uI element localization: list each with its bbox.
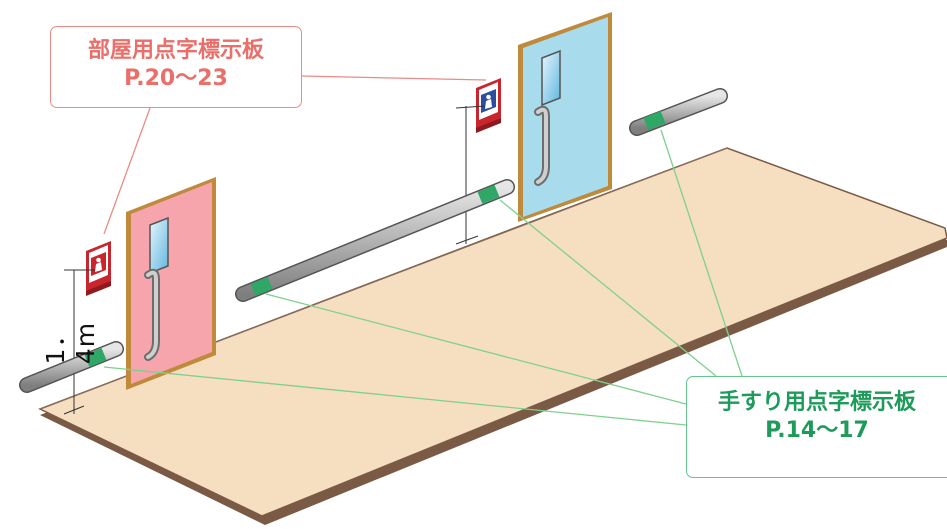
handrail-3 <box>629 88 728 136</box>
handrail-sign-callout: 手すり用点字標示板 P.14～17 <box>686 376 947 478</box>
braille-band <box>84 347 107 368</box>
handrail-sign-pages: P.14～17 <box>765 417 869 443</box>
height-dimension-label: 1．4m <box>41 321 100 365</box>
braille-band <box>250 276 273 297</box>
handrail-1 <box>19 341 124 393</box>
room-sign-pages: P.20～23 <box>124 65 228 91</box>
braille-band <box>643 110 666 131</box>
room-door-blue <box>518 12 612 222</box>
floor <box>38 147 947 525</box>
handrail-sign-leaders <box>103 129 743 426</box>
room-sign-leaders <box>103 75 487 235</box>
room-sign-callout: 部屋用点字標示板 P.20～23 <box>50 26 302 108</box>
room-sign-right <box>476 78 501 133</box>
room-sign-title: 部屋用点字標示板 <box>87 38 264 63</box>
room-door-pink <box>126 177 216 390</box>
braille-band <box>477 184 500 205</box>
room-sign-left <box>86 241 111 296</box>
handrail-sign-title: 手すり用点字標示板 <box>717 390 916 415</box>
handrail-2 <box>235 179 515 302</box>
height-dimension <box>63 105 486 415</box>
